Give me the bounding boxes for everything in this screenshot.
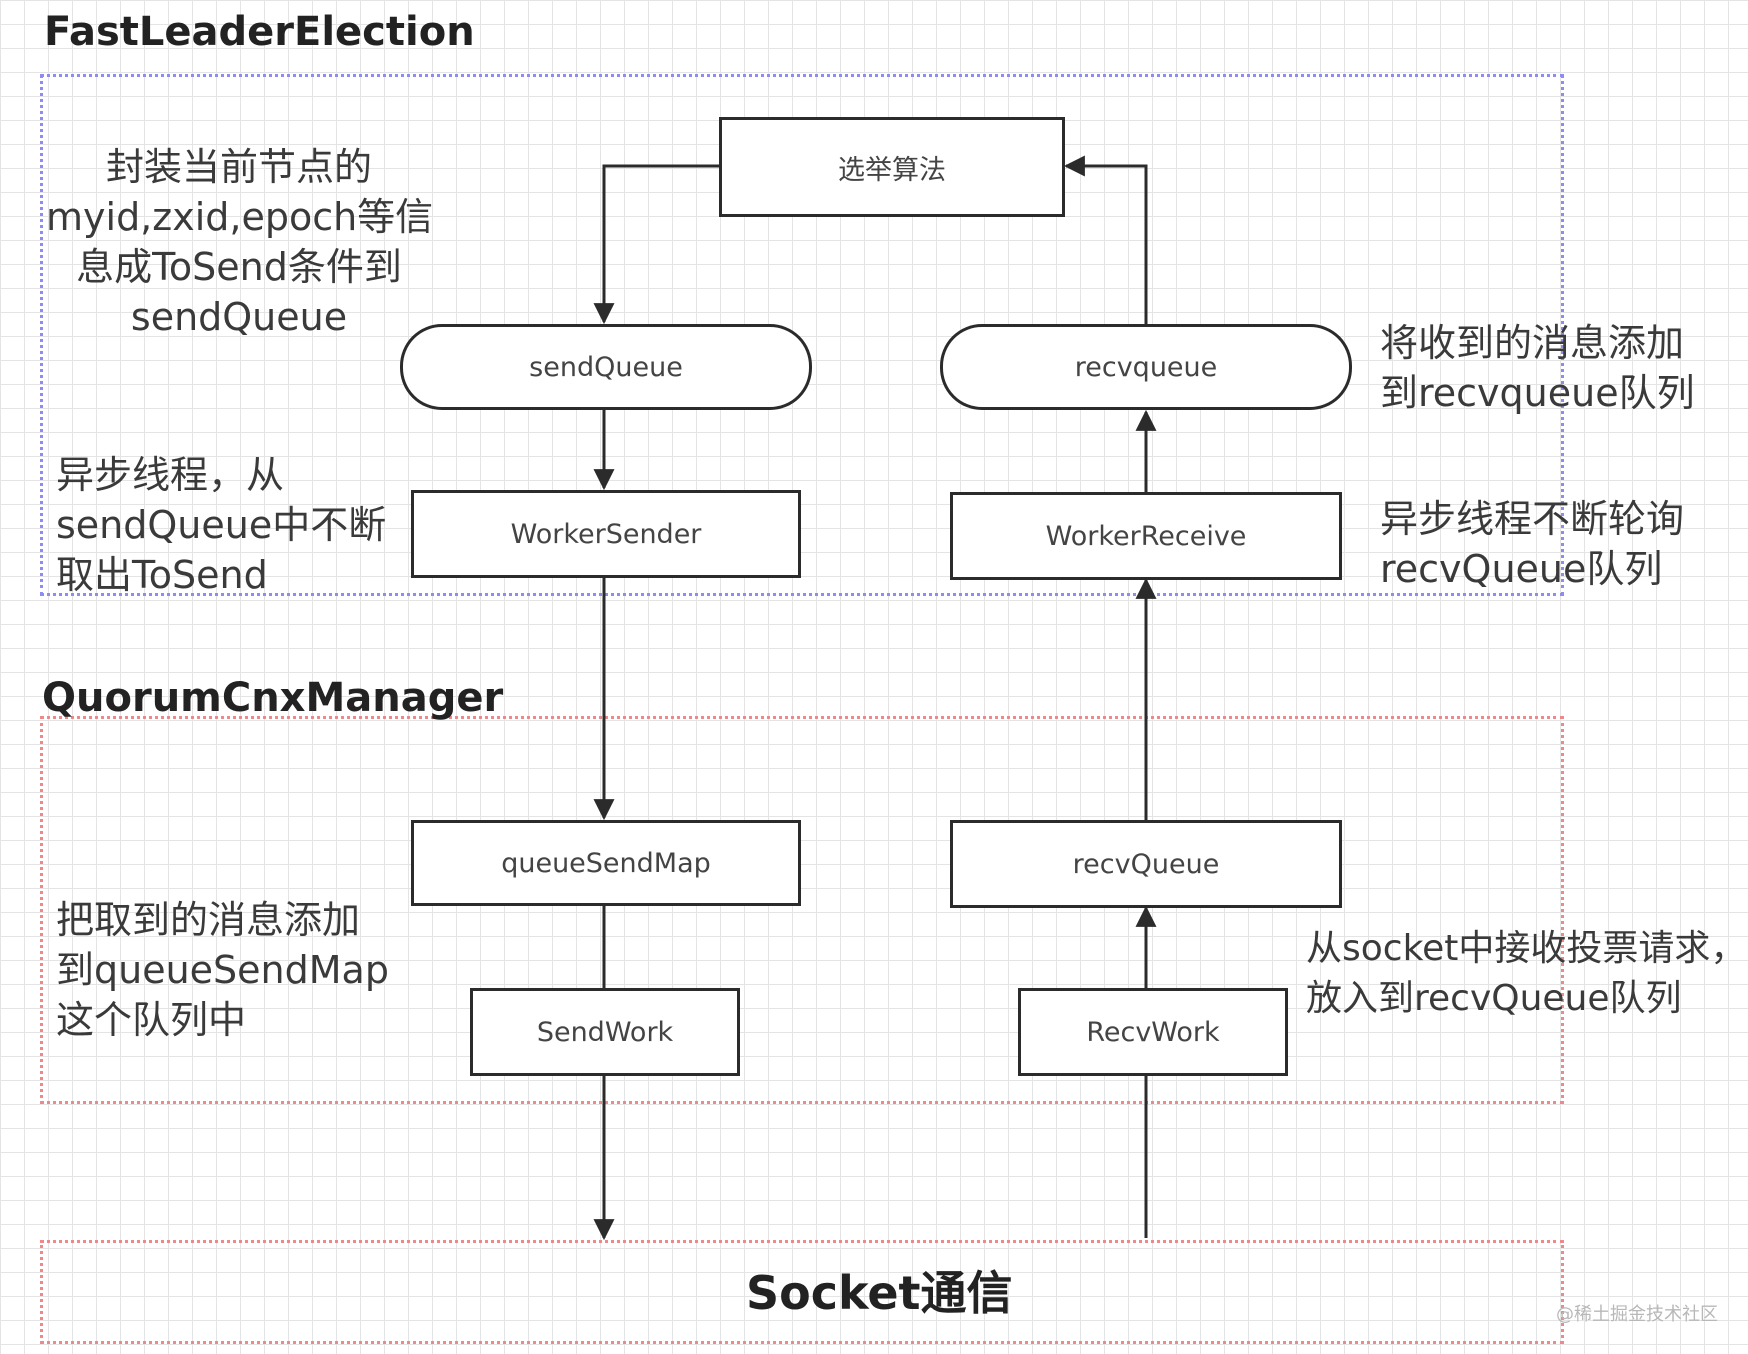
note-async-take: 异步线程，从 sendQueue中不断 取出ToSend — [56, 450, 386, 600]
quorum-cnx-manager-title: QuorumCnxManager — [42, 675, 504, 721]
note-line: sendQueue — [130, 295, 348, 339]
note-receive-votes: 从socket中接收投票请求， 放入到recvQueue队列 — [1306, 924, 1746, 1024]
recv-queue-upper-node: recvqueue — [940, 324, 1352, 410]
edge-election-to-sendqueue — [593, 164, 719, 325]
note-line: 放入到recvQueue队列 — [1306, 978, 1682, 1019]
note-add-to-recvqueue: 将收到的消息添加 到recvqueue队列 — [1380, 318, 1695, 418]
note-add-to-sendmap: 把取到的消息添加 到queueSendMap 这个队列中 — [56, 895, 389, 1045]
note-line: 异步线程不断轮询 — [1380, 497, 1685, 541]
watermark: @稀土掘金技术社区 — [1556, 1304, 1718, 1325]
send-work-node: SendWork — [470, 988, 740, 1076]
edge-recvqueue-to-election — [1063, 155, 1148, 324]
election-algorithm-node: 选举算法 — [719, 117, 1065, 217]
note-line: sendQueue中不断 — [56, 503, 387, 547]
note-line: 这个队列中 — [56, 998, 247, 1042]
note-line: 异步线程，从 — [56, 453, 285, 497]
worker-sender-node: WorkerSender — [411, 490, 801, 578]
note-wrap-info: 封装当前节点的 myid,zxid,epoch等信 息成ToSend条件到 se… — [46, 142, 434, 342]
worker-receive-node: WorkerReceive — [950, 492, 1342, 580]
note-line: 封装当前节点的 — [105, 145, 372, 189]
note-poll-recvqueue: 异步线程不断轮询 recvQueue队列 — [1380, 494, 1684, 594]
note-line: 将收到的消息添加 — [1380, 321, 1685, 365]
fast-leader-election-region — [40, 74, 1564, 596]
send-queue-node: sendQueue — [400, 324, 812, 410]
note-line: recvQueue队列 — [1380, 547, 1663, 591]
recv-work-node: RecvWork — [1018, 988, 1288, 1076]
note-line: myid,zxid,epoch等信 — [46, 195, 434, 239]
fast-leader-election-title: FastLeaderElection — [44, 9, 475, 55]
note-line: 息成ToSend条件到 — [76, 245, 402, 289]
note-line: 到queueSendMap — [56, 948, 389, 992]
note-line: 从socket中接收投票请求， — [1306, 928, 1747, 969]
recv-queue-lower-node: recvQueue — [950, 820, 1342, 908]
socket-label: Socket通信 — [746, 1266, 1013, 1320]
quorum-cnx-manager-region — [40, 716, 1564, 1104]
socket-region — [40, 1240, 1564, 1344]
note-line: 到recvqueue队列 — [1380, 371, 1695, 415]
queue-send-map-node: queueSendMap — [411, 820, 801, 906]
note-line: 把取到的消息添加 — [56, 898, 361, 942]
note-line: 取出ToSend — [56, 553, 268, 597]
